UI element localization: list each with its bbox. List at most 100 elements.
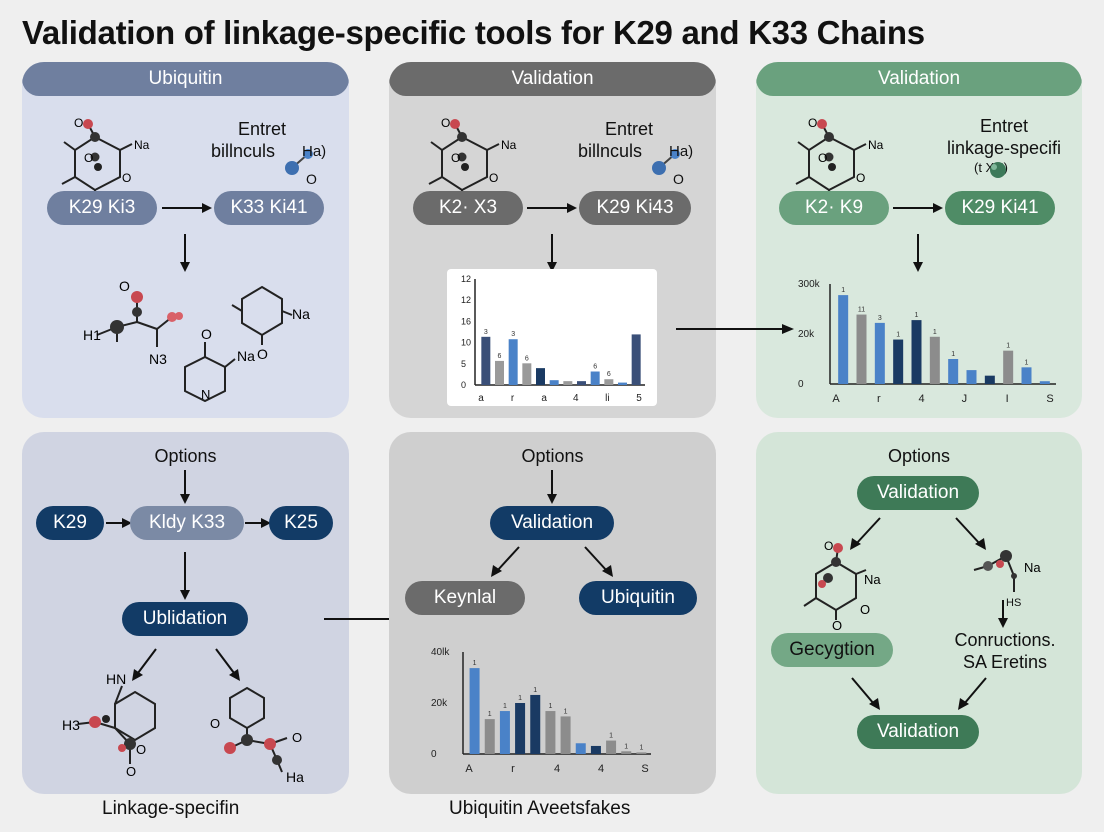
y-tick-label: 16 [461,316,471,326]
pill-k29-ki41[interactable]: K29 Ki41 [945,191,1055,225]
bar-data-label: 1 [473,660,477,667]
bar-data-label: 1 [488,711,492,718]
y-tick-label: 5 [461,359,466,369]
atom-label: O [673,171,684,187]
arrow-diagonal-icon [851,677,880,710]
chart-bar [838,295,849,384]
caption-left: Linkage-specifin [102,798,240,819]
atom-label: Na [237,348,255,364]
pill-k29-ki43[interactable]: K29 Ki43 [579,191,691,225]
molecule-suffix: Ha) [302,143,327,160]
pill-ublidation[interactable]: Ublidation [122,602,248,636]
pill-validation-bottom[interactable]: Validation [857,715,979,749]
pill-k2-x3[interactable]: K2· X3 [413,191,523,225]
chart-bar [874,322,885,384]
bar-data-label: 1 [533,687,537,694]
atom-label: O [74,116,83,130]
x-tick-label: J [962,393,968,405]
x-tick-label: 4 [919,393,925,405]
x-tick-label: 4 [554,763,560,775]
page-title: Validation of linkage-specific tools for… [22,14,925,51]
atom-label: Na [868,138,884,152]
pill-keynlal[interactable]: Keynlal [405,581,525,615]
pill-validation-top[interactable]: Validation [857,476,979,510]
x-tick-label: A [832,393,840,405]
pill-k25[interactable]: K25 [269,506,333,540]
bar-data-label: 6 [593,364,597,371]
pill-k29[interactable]: K29 [36,506,104,540]
molecule-icon: O O Na O [61,116,150,204]
x-tick-label: I [1006,393,1009,405]
bar-data-label: 1 [933,329,937,336]
y-tick-label: 10 [461,338,471,348]
pill-ubiquitin[interactable]: Ubiquitin [579,581,697,615]
bar-data-label: 6 [498,353,502,360]
caption-middle: Ubiquitin Aveetsfakes [449,798,631,819]
y-tick-label: 20k [431,698,448,709]
x-tick-label: r [877,393,881,405]
pill-validation[interactable]: Validation [490,506,614,540]
chart-bar [549,380,559,385]
arrow-diagonal-icon [132,648,157,681]
atom-label: Na [1024,560,1041,575]
atom-label: O [808,116,817,130]
atom-label: N3 [149,351,167,367]
pill-k33[interactable]: K33 Ki41 [214,191,324,225]
x-tick-label: S [1046,393,1053,405]
arrow-down-icon [998,600,1008,628]
y-tick-label: 0 [798,379,804,390]
molecule-icon: Na [973,550,1041,592]
arrow-down-icon [180,234,190,272]
bar-data-label: 6 [607,371,611,378]
atom-label: O [489,171,498,185]
atom-label: Na [501,138,517,152]
atom-label: O [292,730,302,745]
arrow-down-icon [180,552,190,600]
bar-data-label: 1 [841,287,845,294]
pill-gecygtion[interactable]: Gecygtion [771,633,893,667]
pill-kldy-k33[interactable]: Kldy K33 [130,506,244,540]
chart-bar [1039,381,1050,384]
x-tick-label: li [605,393,609,404]
atom-label: H3 [62,717,80,733]
chart-bar [636,752,647,754]
panel-validation-middle: Validation O O Na O Entret billnculs Ha)… [389,62,716,418]
atom-label: O [136,742,146,757]
chart-bar [469,668,480,754]
x-tick-label: r [511,393,515,404]
atom-label: O [860,602,870,617]
pill-k29[interactable]: K29 Ki3 [47,191,157,225]
bar-data-label: 1 [503,703,507,710]
bar-data-label: 1 [548,703,552,710]
arrow-down-icon [180,470,190,504]
atom-label: O [306,171,317,187]
chart-bar [522,363,532,385]
molecule-caption-line1: Entret [237,119,287,139]
chart-bar [590,745,601,754]
atom-label: O [119,278,130,294]
atom-label: O [856,171,865,185]
panel-header: Validation [389,62,716,96]
bar-data-label: 1 [639,744,643,751]
x-tick-label: 4 [598,763,604,775]
chart-bar [929,336,940,384]
chart-bar [515,703,526,754]
bar-data-label: 1 [896,332,900,339]
x-tick-label: 5 [636,393,642,404]
arrow-right-icon [162,203,212,213]
pill-k2-k9[interactable]: K2· K9 [779,191,889,225]
chart-bar [606,740,617,754]
bar-data-label: 6 [525,355,529,362]
molecule-caption-line2: linkage-specifi [946,138,1062,158]
ball-stick-icon [990,162,1006,178]
atom-label: H1 [83,327,101,343]
atom-label: O [126,764,136,779]
chart-bar [495,360,504,385]
chart-bar [856,314,867,384]
chart-bar [604,379,614,385]
atom-label: O [122,171,131,185]
bar-data-label: 3 [484,329,488,336]
